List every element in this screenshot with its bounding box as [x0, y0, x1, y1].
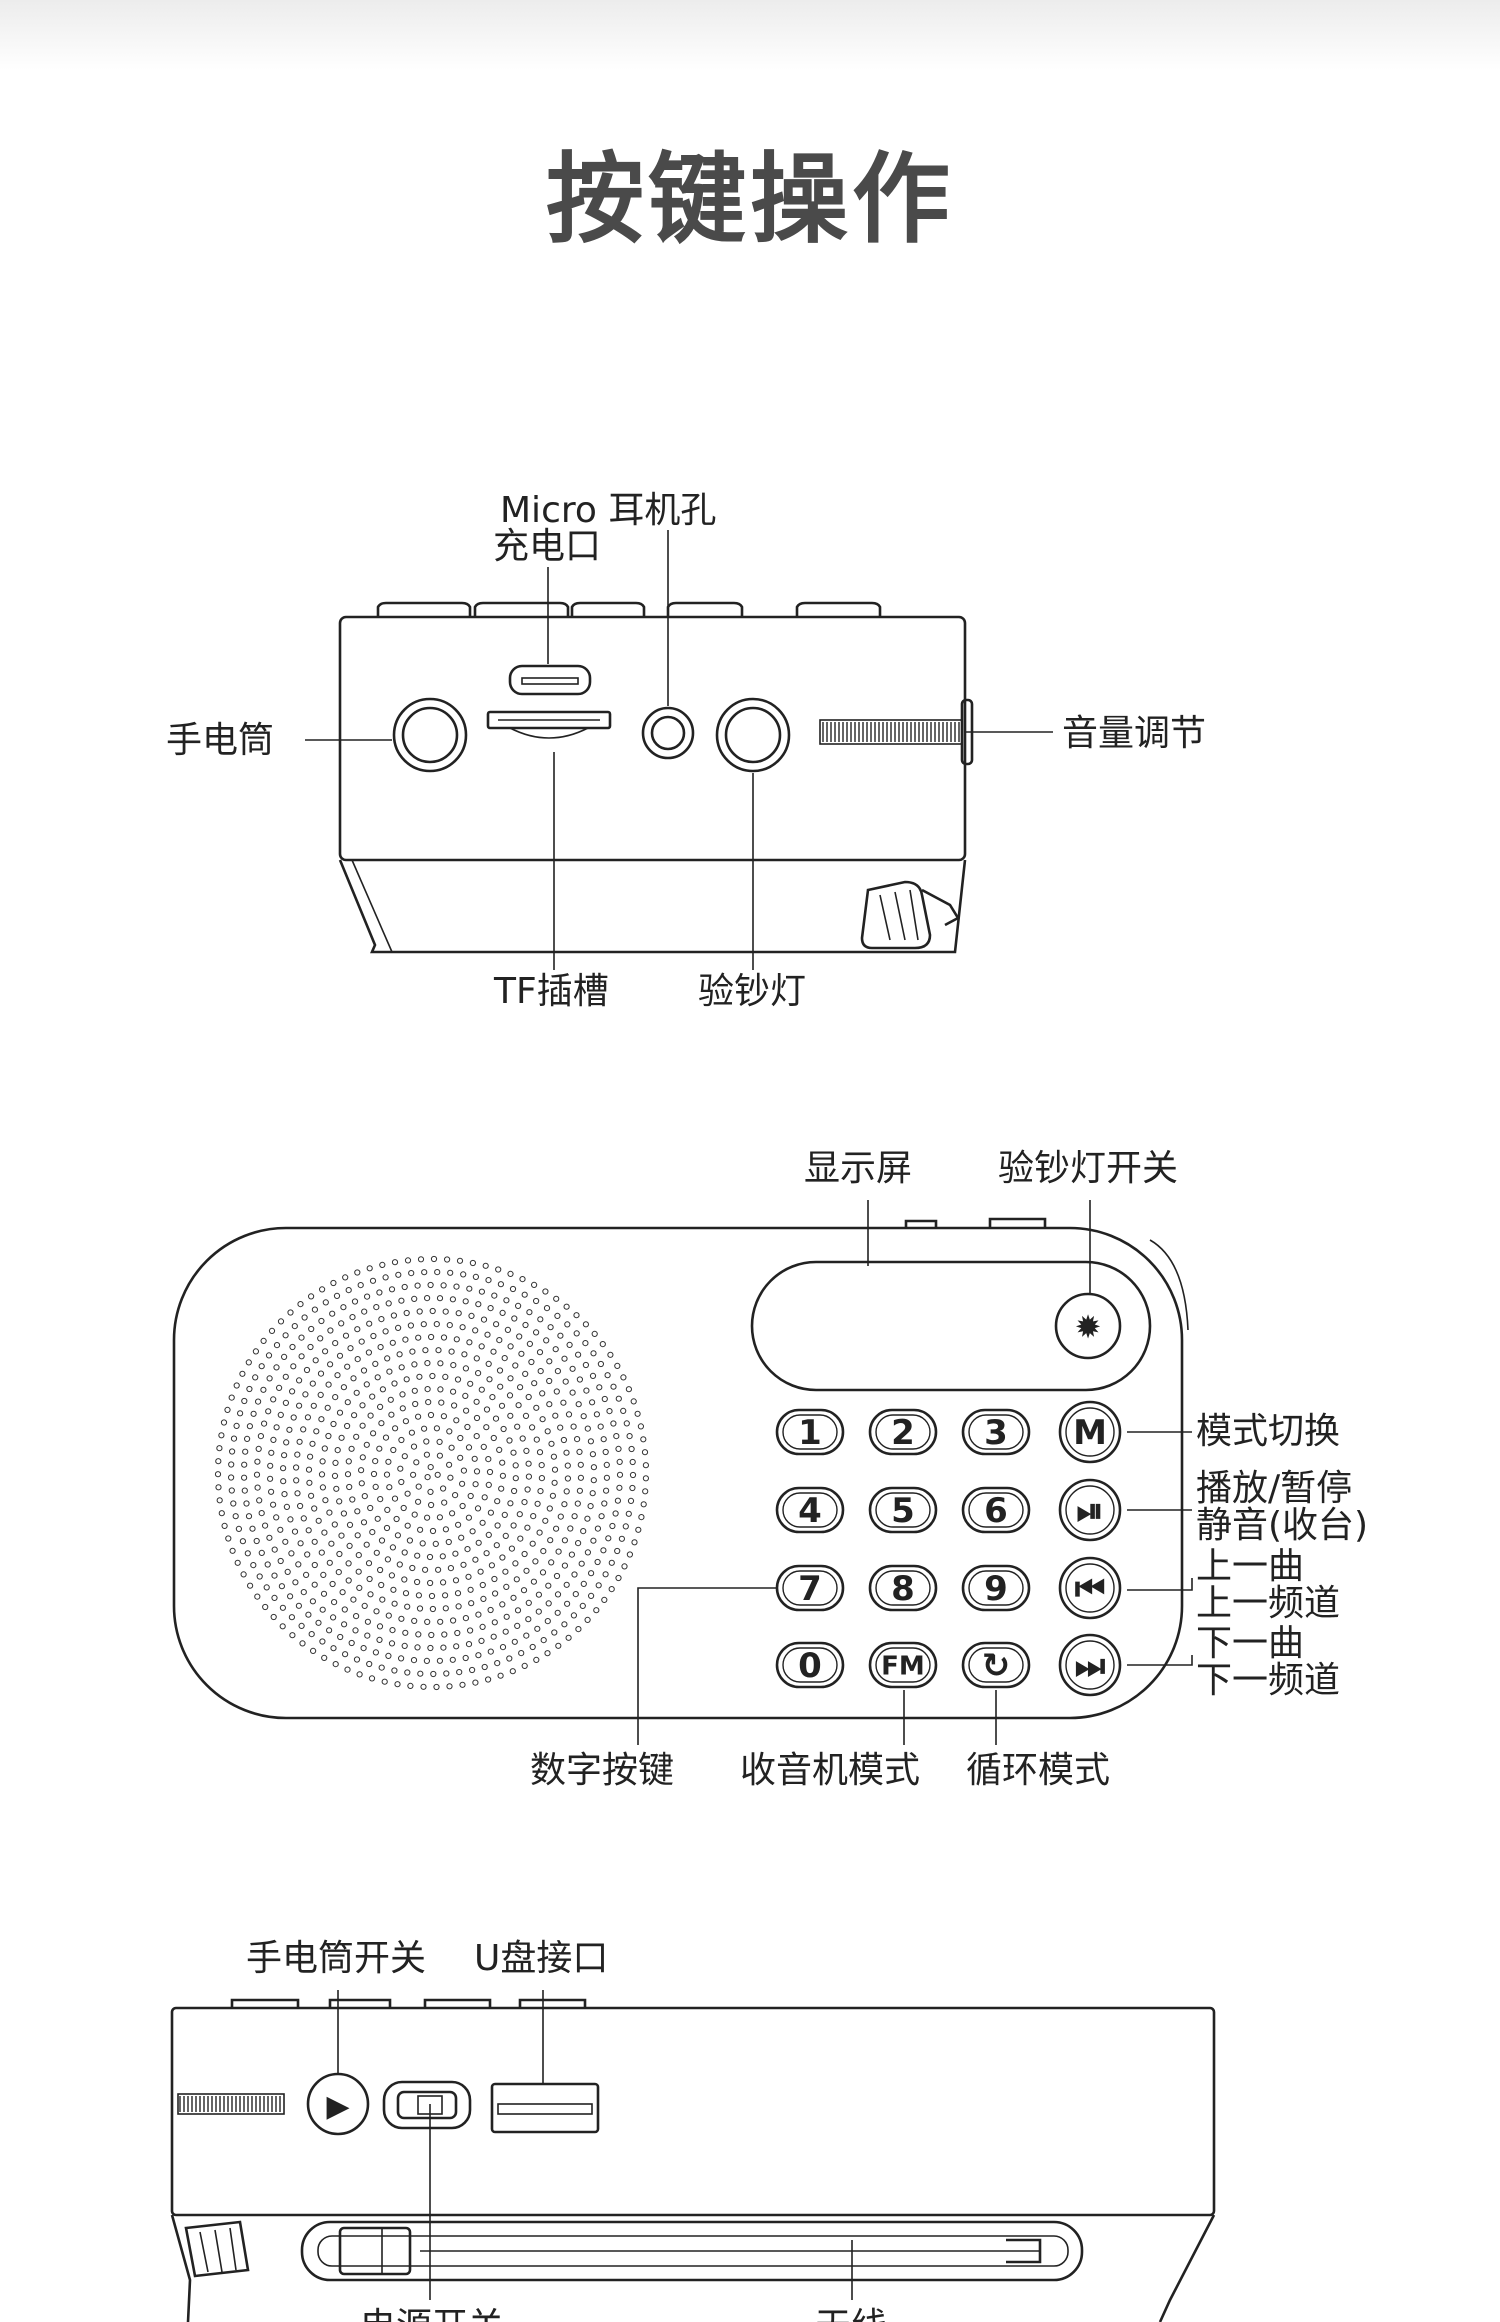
label-flashlight-switch: 手电筒开关: [246, 1938, 426, 1979]
top-view-device: [338, 601, 974, 954]
front-body: [172, 1226, 1184, 1720]
label-prev-track: 上一曲: [1196, 1546, 1304, 1587]
money-detector-lamp: [715, 697, 791, 773]
label-mute: 静音(收台): [1196, 1505, 1368, 1546]
key-2[interactable]: 2: [868, 1408, 938, 1456]
label-next-track: 下一曲: [1196, 1623, 1304, 1664]
tf-card-slot: [486, 710, 612, 730]
bottom-view-device: ▶: [170, 1998, 1216, 2322]
lamp-switch-icon: ✹: [1075, 1308, 1102, 1346]
key-0[interactable]: 0: [775, 1641, 845, 1689]
label-money-lamp-switch: 验钞灯开关: [998, 1148, 1178, 1189]
mode-button-label: M: [1073, 1413, 1107, 1453]
volume-wheel-ridges-bottom: [179, 2096, 281, 2112]
label-play-pause: 播放/暂停: [1196, 1468, 1352, 1509]
label-flashlight: 手电筒: [166, 720, 274, 761]
key-1-label: 1: [798, 1413, 822, 1453]
loop-button-label: ↻: [982, 1646, 1011, 1686]
label-power-switch: 电源开关: [360, 2306, 504, 2322]
label-micro-earphone: Micro 耳机孔: [500, 490, 716, 531]
label-mode-switch: 模式切换: [1196, 1411, 1340, 1452]
antenna-mount: [338, 2226, 412, 2276]
next-button-label: ⏭: [1075, 1646, 1106, 1686]
label-tf-slot: TF插槽: [493, 971, 609, 1012]
key-8-label: 8: [891, 1569, 915, 1609]
front-view-device: ✹ 1 2 3 M 4 5 6 ⏯ 7 8 9 ⏮ 0 FM ↻ ⏭: [172, 1217, 1189, 1720]
key-4[interactable]: 4: [775, 1486, 845, 1534]
key-2-label: 2: [891, 1413, 915, 1453]
display-screen: [750, 1260, 1152, 1392]
label-radio-mode: 收音机模式: [740, 1750, 920, 1791]
next-button[interactable]: ⏭: [1058, 1633, 1122, 1697]
money-lamp-switch-button[interactable]: [1054, 1292, 1122, 1360]
volume-wheel-ridges: [822, 722, 960, 742]
key-5-label: 5: [891, 1491, 915, 1531]
key-7[interactable]: 7: [775, 1564, 845, 1612]
play-pause-button-label: ⏯: [1076, 1491, 1103, 1531]
label-antenna: 天线: [815, 2306, 887, 2322]
fm-button[interactable]: FM: [868, 1641, 938, 1689]
key-4-label: 4: [798, 1491, 822, 1531]
label-number-keys: 数字按键: [530, 1750, 674, 1791]
label-prev-channel: 上一频道: [1196, 1583, 1340, 1624]
top-shade: [0, 0, 1500, 70]
key-0-label: 0: [798, 1646, 822, 1686]
key-8[interactable]: 8: [868, 1564, 938, 1612]
label-next-channel: 下一频道: [1196, 1660, 1340, 1701]
key-1[interactable]: 1: [775, 1408, 845, 1456]
label-usb-port: U盘接口: [474, 1938, 608, 1979]
key-9-label: 9: [984, 1569, 1008, 1609]
key-5[interactable]: 5: [868, 1486, 938, 1534]
label-display: 显示屏: [804, 1148, 912, 1189]
flashlight-switch-icon: ▶: [326, 2089, 349, 2124]
label-volume: 音量调节: [1062, 713, 1206, 754]
loop-button[interactable]: ↻: [961, 1641, 1031, 1689]
key-9[interactable]: 9: [961, 1564, 1031, 1612]
keypad: 1 2 3 M 4 5 6 ⏯ 7 8 9 ⏮ 0 FM ↻ ⏭: [775, 1400, 1122, 1697]
micro-usb-port: [508, 664, 592, 696]
key-6-label: 6: [984, 1491, 1008, 1531]
speaker-grill: [214, 1255, 650, 1691]
label-charging-port: 充电口: [493, 526, 601, 567]
key-6[interactable]: 6: [961, 1486, 1031, 1534]
play-pause-button[interactable]: ⏯: [1058, 1478, 1122, 1542]
antenna-housing: [300, 2220, 1084, 2282]
label-loop-mode: 循环模式: [966, 1750, 1110, 1791]
key-3[interactable]: 3: [961, 1408, 1031, 1456]
fm-button-label: FM: [881, 1651, 925, 1681]
mode-button[interactable]: M: [1058, 1400, 1122, 1464]
key-3-label: 3: [984, 1413, 1008, 1453]
usb-port: [490, 2082, 600, 2134]
page-title: 按键操作: [545, 143, 954, 257]
earphone-jack: [641, 706, 695, 760]
key-7-label: 7: [798, 1569, 822, 1609]
power-switch[interactable]: [382, 2080, 472, 2130]
flashlight-lens: [392, 697, 468, 773]
label-money-lamp: 验钞灯: [698, 971, 806, 1012]
prev-button-label: ⏮: [1075, 1569, 1106, 1609]
prev-button[interactable]: ⏮: [1058, 1556, 1122, 1620]
